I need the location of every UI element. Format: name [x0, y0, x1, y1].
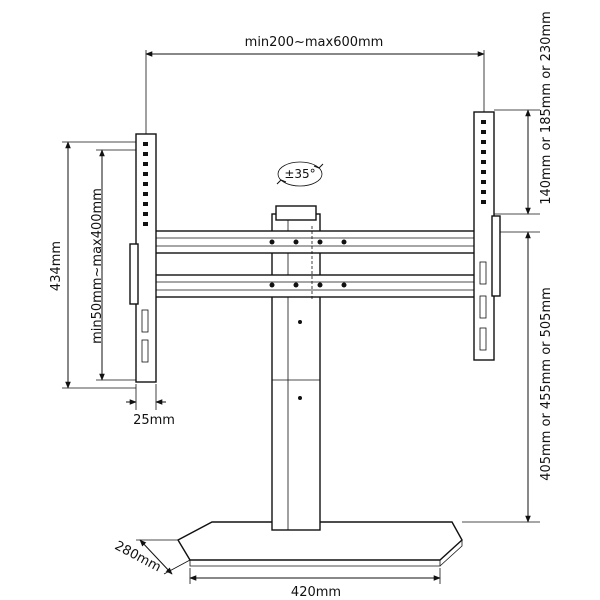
- rotation-label: ±35°: [284, 167, 315, 181]
- total-height-dimension: [62, 141, 136, 389]
- stand-height-label: 405mm or 455mm or 505mm: [539, 287, 554, 481]
- column: [271, 205, 321, 531]
- right-vertical-bracket: [473, 111, 501, 361]
- vesa-height-label: min50mm~max400mm: [90, 188, 105, 344]
- base-depth-label: 280mm: [112, 539, 163, 576]
- vesa-width-dimension: [145, 50, 485, 134]
- top-adjust-dimension: [494, 109, 540, 215]
- bracket-depth-label: 25mm: [133, 413, 175, 428]
- stand-height-dimension: [462, 231, 540, 523]
- total-height-label: 434mm: [49, 241, 64, 291]
- top-adjust-label: 140mm or 185mm or 230mm: [539, 11, 554, 205]
- rotation-indicator: [276, 161, 324, 187]
- vesa-height-dimension: [96, 149, 136, 381]
- bracket-depth-dimension: [126, 384, 166, 410]
- base-width-dimension: [189, 568, 441, 584]
- left-vertical-bracket: [129, 133, 157, 383]
- base-depth-dimension: [136, 539, 191, 575]
- vesa-width-label: min200~max600mm: [245, 35, 384, 50]
- base-width-label: 420mm: [291, 585, 341, 600]
